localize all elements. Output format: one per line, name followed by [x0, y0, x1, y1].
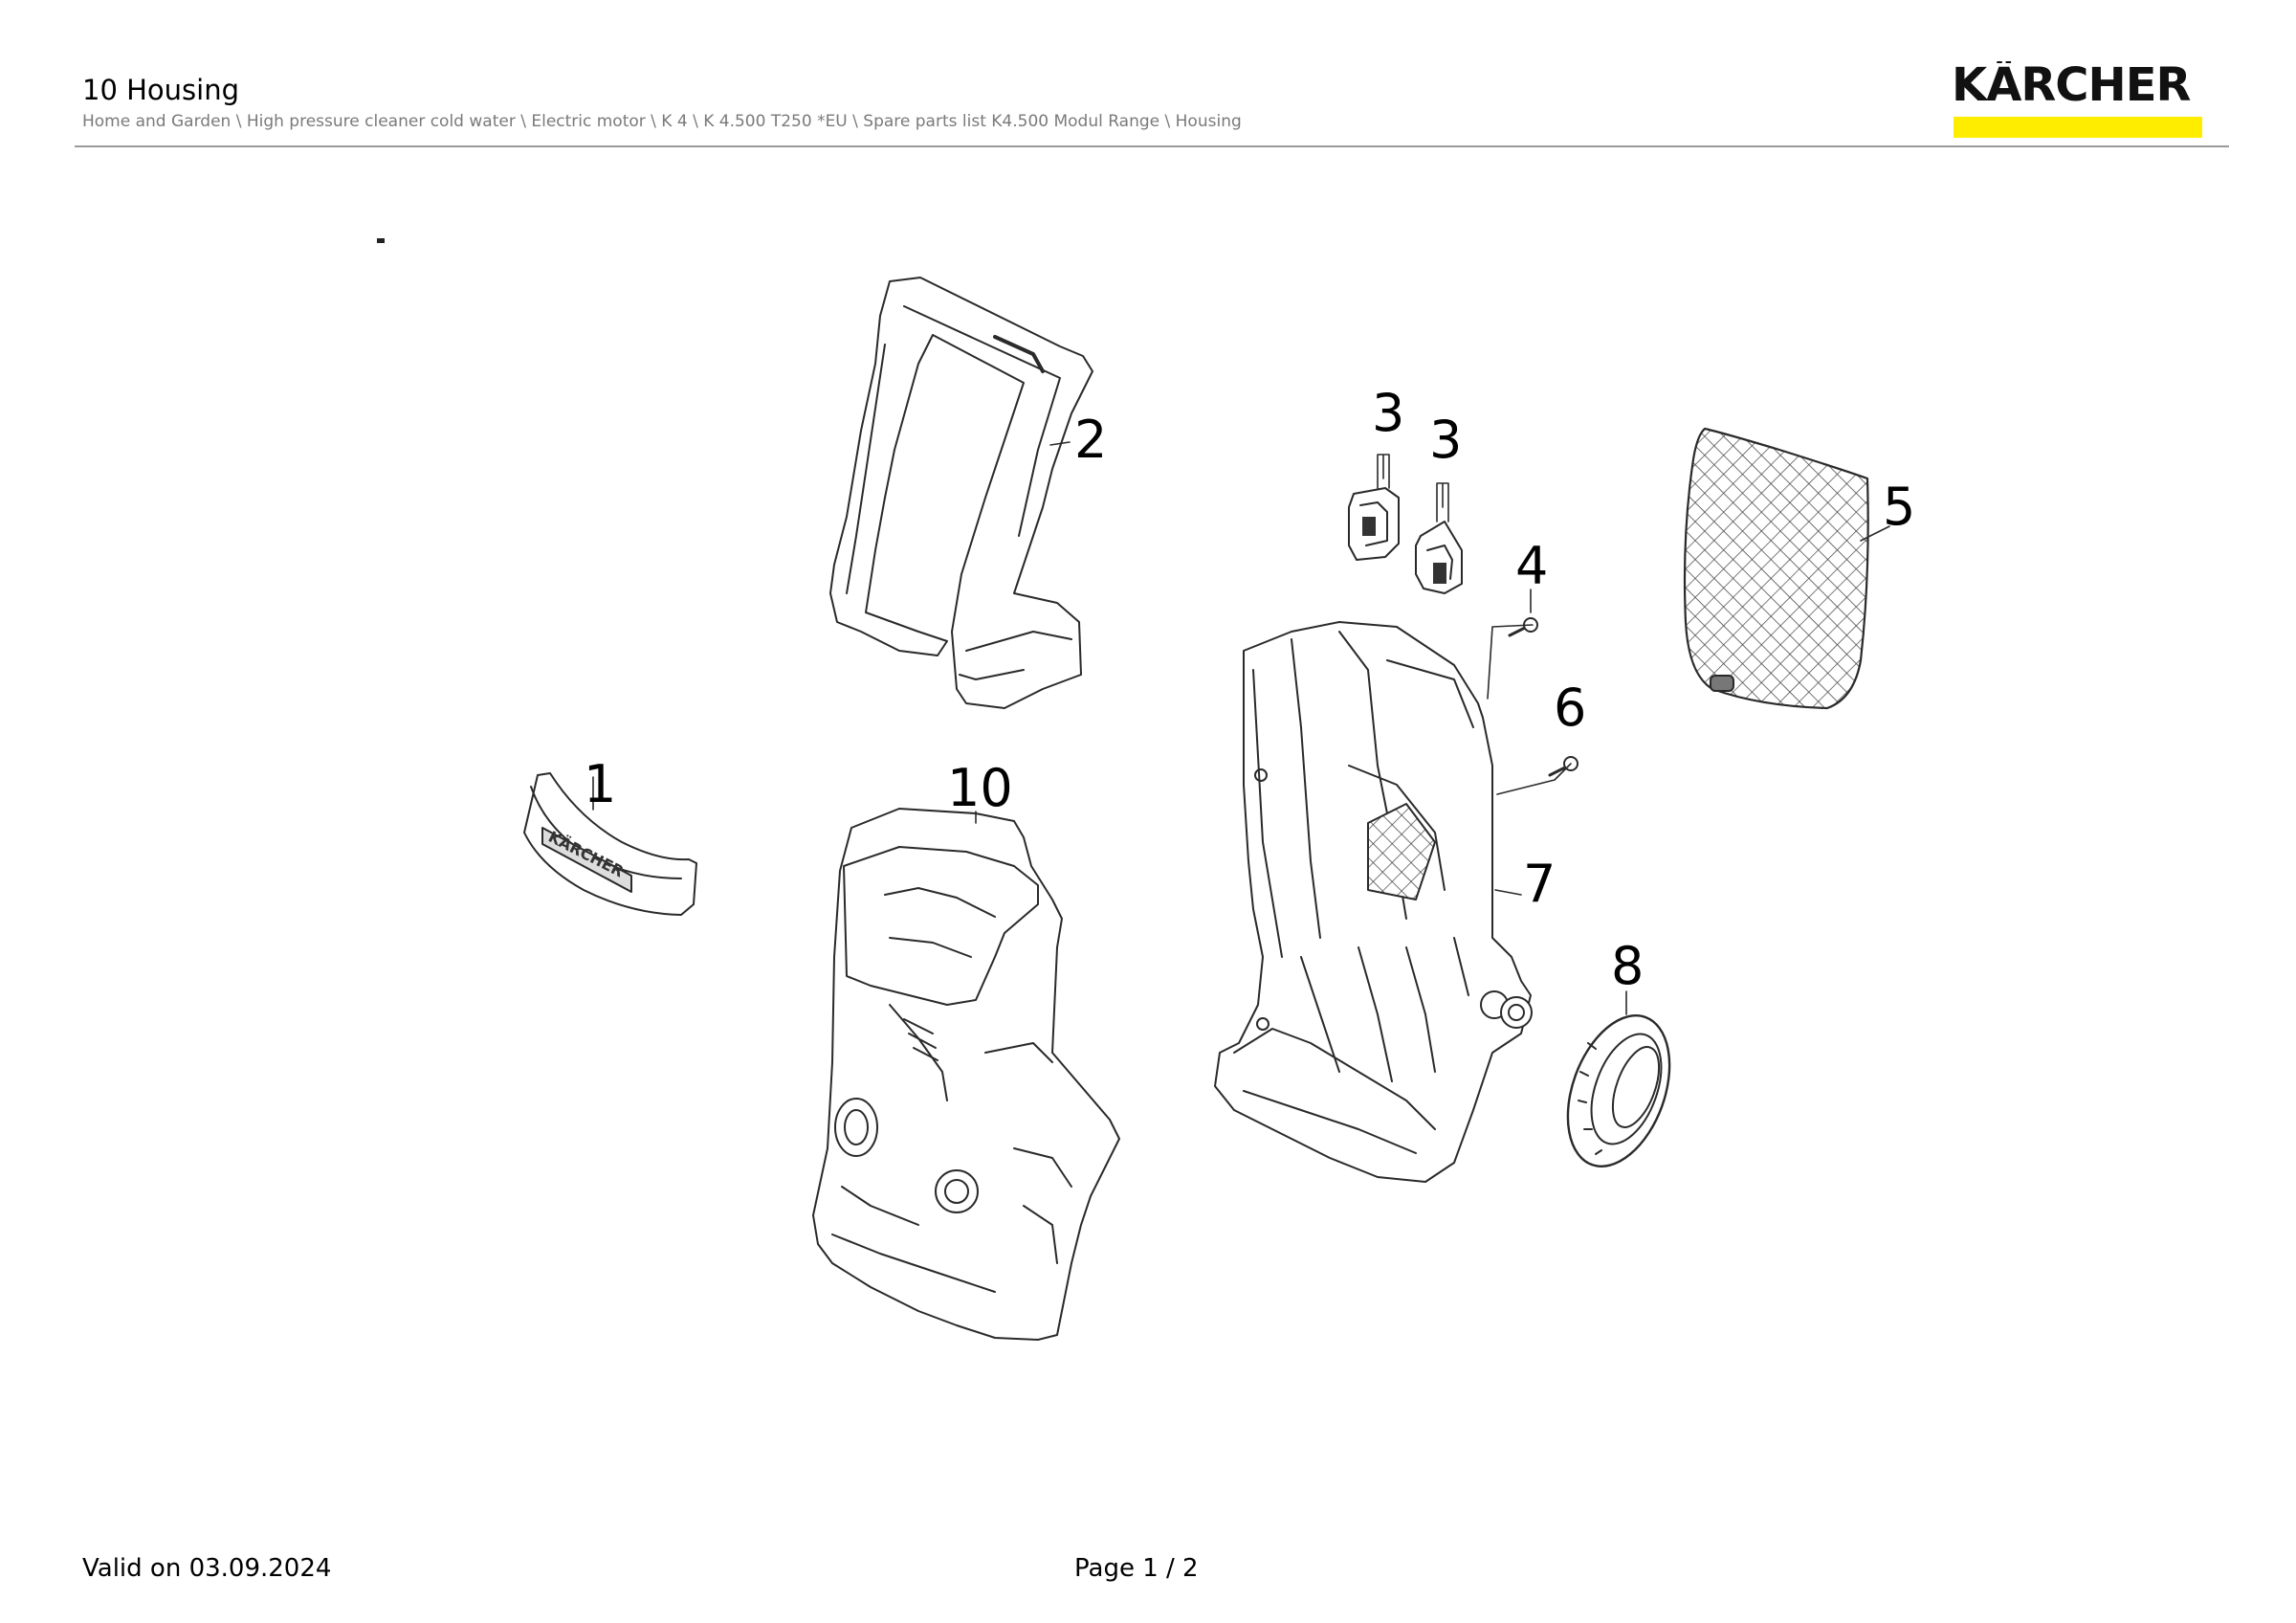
part-label-6: 6 [1554, 678, 1586, 738]
part-label-4: 4 [1515, 536, 1548, 596]
part-label-7: 7 [1523, 854, 1556, 914]
valid-on-date: Valid on 03.09.2024 [82, 1554, 332, 1583]
part-10-housing [812, 808, 1120, 1341]
part-label-8: 8 [1611, 936, 1644, 996]
page-number: Page 1 / 2 [1074, 1554, 1199, 1583]
part-label-3b: 3 [1429, 410, 1462, 470]
part-5-mesh-filter [1683, 427, 1869, 710]
part-8-ring [1566, 1014, 1671, 1167]
part-label-10: 10 [947, 758, 1013, 818]
part-7-frame [1214, 621, 1533, 1183]
karcher-logo: KÄRCHER [1952, 61, 2204, 138]
leader-lines [592, 441, 1890, 1015]
stray-mark [377, 238, 385, 243]
breadcrumb: Home and Garden \ High pressure cleaner … [82, 112, 1242, 131]
part-4-screw [1508, 617, 1538, 637]
part-1-badge: KÄRCHER [523, 772, 697, 916]
logo-yellow-bar [1954, 117, 2202, 138]
part-label-1: 1 [584, 754, 616, 814]
part-label-2: 2 [1074, 410, 1107, 470]
part-label-3a: 3 [1372, 383, 1404, 443]
part-6-screw [1548, 756, 1578, 777]
part-2-handle [829, 277, 1093, 709]
part-label-5: 5 [1883, 477, 1915, 537]
header-divider [75, 145, 2229, 147]
page-title: 10 Housing [82, 74, 240, 106]
part-3-clips [1348, 487, 1463, 594]
logo-wordmark: KÄRCHER [1952, 61, 2191, 109]
